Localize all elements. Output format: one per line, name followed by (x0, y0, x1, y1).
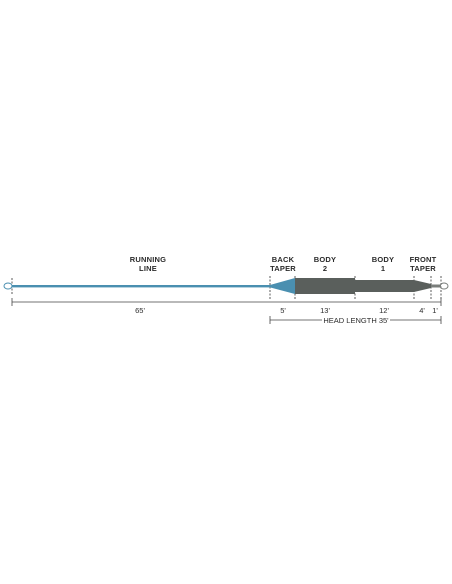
body-1-label-2: 1 (381, 264, 385, 273)
tip-length: 1' (432, 306, 438, 315)
back-taper-length: 5' (280, 306, 286, 315)
back-taper-label-2: TAPER (270, 264, 296, 273)
back-taper-label-1: BACK (272, 255, 295, 264)
front-taper-segment (414, 280, 431, 292)
tip-segment (431, 284, 441, 288)
back-taper-segment (270, 278, 295, 294)
rear-loop (3, 282, 13, 290)
body-2-label-2: 2 (323, 264, 327, 273)
body-1-segment (355, 280, 414, 292)
body-1-length: 12' (379, 306, 389, 315)
running-line-label-2: LINE (139, 264, 157, 273)
body-2-label-1: BODY (314, 255, 336, 264)
body-2-segment (295, 278, 355, 294)
front-taper-length: 4' (419, 306, 425, 315)
front-loop (439, 282, 449, 290)
body-1-label-1: BODY (372, 255, 394, 264)
running-line-segment (12, 285, 270, 288)
body-2-length: 13' (320, 306, 330, 315)
front-taper-label-2: TAPER (410, 264, 436, 273)
front-taper-label-1: FRONT (410, 255, 437, 264)
running-line-label-1: RUNNING (130, 255, 166, 264)
running-line-length: 65' (135, 306, 145, 315)
head-length-label: HEAD LENGTH 35' (323, 316, 389, 325)
